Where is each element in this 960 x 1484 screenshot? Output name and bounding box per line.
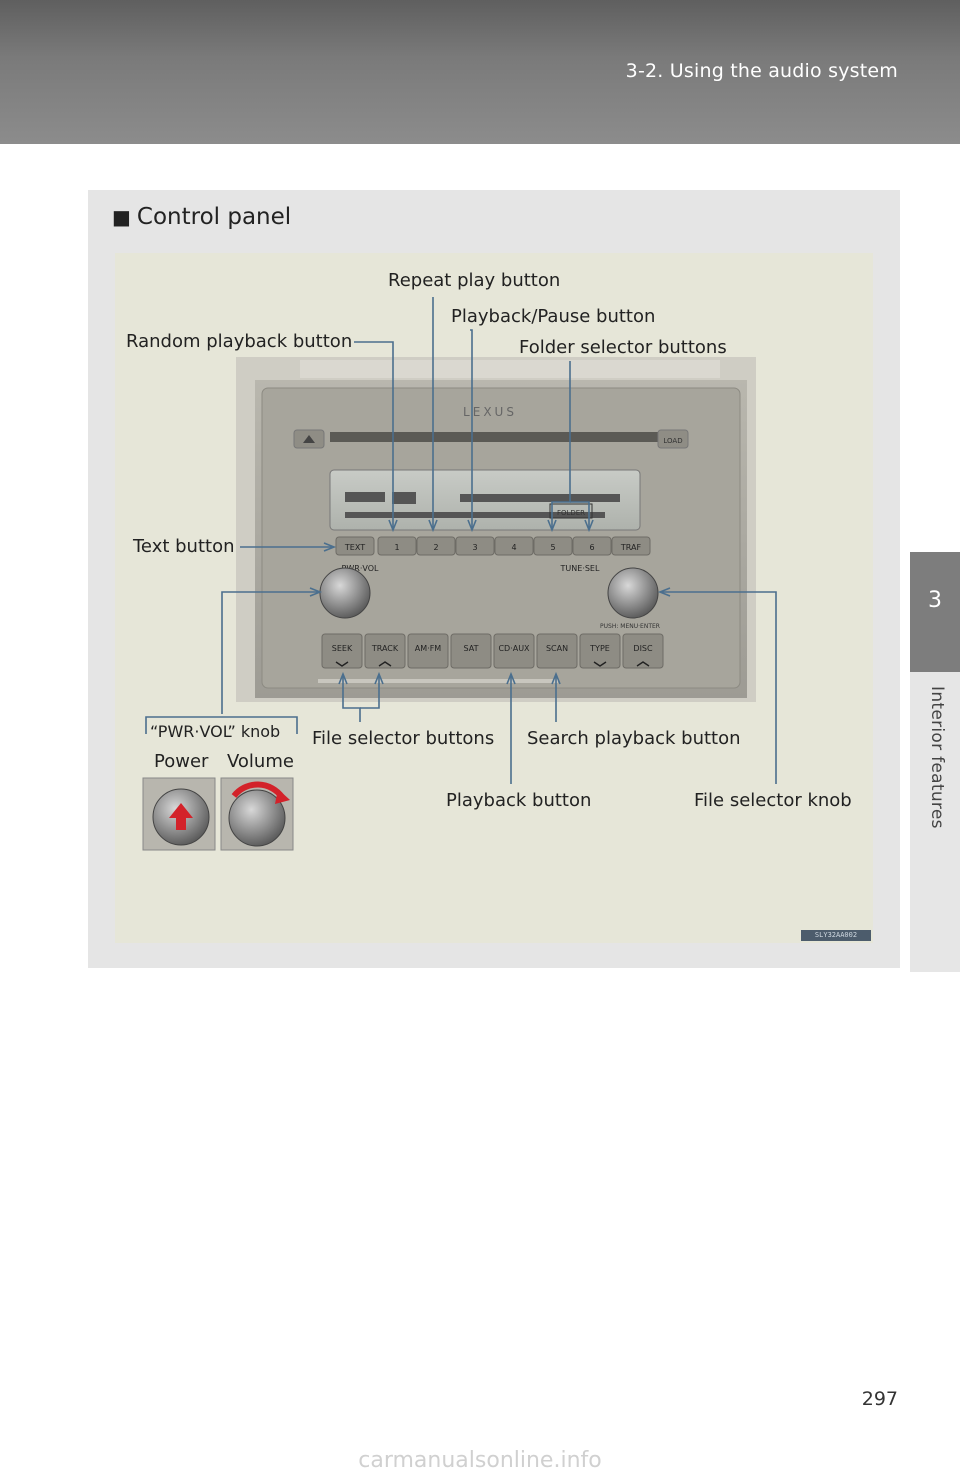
playback-pause-leader	[470, 329, 473, 528]
callout-pwr-vol-knob: “PWR·VOL” knob	[150, 722, 281, 741]
chapter-label: Interior features	[927, 686, 947, 829]
chapter-tab: 3	[910, 552, 960, 672]
section-bullet: ■	[112, 205, 131, 229]
callout-search-playback: Search playback button	[527, 728, 741, 749]
chapter-label-tab: Interior features	[910, 672, 960, 972]
folder-leader-a	[551, 361, 571, 528]
figure-code: SLY32AA002	[801, 930, 871, 941]
row-label: 1	[394, 543, 399, 552]
pwr-vol-knob	[319, 567, 371, 619]
pwr-vol-leader	[221, 591, 318, 714]
leader-lines	[145, 297, 777, 784]
bottom-label: SEEK	[332, 644, 353, 653]
push-menu-label: PUSH: MENU·ENTER	[600, 623, 660, 630]
volume-knob-image	[228, 789, 286, 847]
tune-sel-label: TUNE·SEL	[560, 564, 600, 573]
callout-random-playback: Random playback button	[126, 331, 353, 352]
callout-text-button: Text button	[133, 536, 235, 557]
preset-4-shape	[494, 536, 534, 556]
row-label: TRAF	[620, 543, 642, 552]
rotate-arrowhead-icon	[275, 789, 290, 804]
row-label: 3	[472, 543, 477, 552]
file-selector-leader-b	[360, 676, 380, 709]
load-button	[657, 429, 689, 449]
bottom-label: CD·AUX	[498, 644, 530, 653]
section-title: ■Control panel	[112, 204, 291, 230]
header-title: 3-2. Using the audio system	[625, 60, 898, 82]
arrowheads	[309, 519, 671, 685]
preset-1-shape	[377, 536, 417, 556]
callout-file-selector-knob: File selector knob	[694, 790, 852, 811]
down-chevron-icon	[593, 661, 607, 667]
callout-playback-pause: Playback/Pause button	[451, 306, 656, 327]
up-chevron-icon	[378, 661, 392, 667]
bottom-label: SAT	[464, 644, 479, 653]
preset-5-shape	[533, 536, 573, 556]
watermark: carmanualsonline.info	[358, 1448, 602, 1473]
bottom-label: TYPE	[589, 644, 610, 653]
push-arrow-icon	[169, 803, 193, 830]
bottom-label: AM·FM	[415, 644, 442, 653]
brand-text: LEXUS	[463, 405, 517, 419]
lcd-folder-text: FOLDER	[557, 509, 585, 517]
file-selector-leader-a	[342, 676, 361, 722]
row-label: 6	[589, 543, 594, 552]
pwr-vol-label: PWR·VOL	[342, 564, 379, 573]
down-chevron-icon	[335, 661, 349, 667]
pwr-vol-bracket	[145, 716, 298, 734]
preset-row: TEXT 1 2 3 4 5 6 TRAF	[335, 536, 651, 556]
callout-folder-selector: Folder selector buttons	[519, 337, 727, 358]
bottom-button-row: SEEK TRACK AM·FM SAT CD·AUX SCAN TYPE DI…	[321, 633, 664, 669]
row-label: 5	[550, 543, 555, 552]
text-button-shape	[335, 536, 375, 556]
section-title-text: Control panel	[136, 204, 292, 230]
top-vent	[300, 360, 720, 378]
bottom-label: SCAN	[546, 644, 568, 653]
eject-icon	[303, 435, 315, 443]
row-label: TEXT	[344, 543, 365, 552]
preset-6-shape	[572, 536, 612, 556]
callout-volume: Volume	[227, 751, 294, 772]
random-leader	[354, 341, 394, 528]
preset-3-shape	[455, 536, 495, 556]
page-header: 3-2. Using the audio system	[0, 0, 960, 144]
callout-repeat-play: Repeat play button	[388, 270, 561, 291]
chapter-number: 3	[928, 588, 942, 613]
folder-leader-b	[570, 501, 590, 528]
row-label: 4	[511, 543, 516, 552]
tune-sel-knob	[607, 567, 659, 619]
row-label: 2	[433, 543, 438, 552]
bottom-label: TRACK	[371, 644, 399, 653]
callout-power: Power	[154, 751, 209, 772]
lower-trim	[318, 679, 558, 683]
callout-file-selector-buttons: File selector buttons	[312, 728, 495, 749]
callout-playback-button: Playback button	[446, 790, 592, 811]
preset-2-shape	[416, 536, 456, 556]
traf-button-shape	[611, 536, 651, 556]
cd-slot	[330, 432, 660, 442]
page-number: 297	[861, 1388, 898, 1410]
file-knob-leader	[662, 591, 777, 784]
lcd-folder-frame	[549, 503, 593, 519]
bottom-label: DISC	[633, 644, 653, 653]
lcd-segments	[345, 492, 620, 518]
up-chevron-icon	[636, 661, 650, 667]
load-label: LOAD	[663, 437, 682, 445]
